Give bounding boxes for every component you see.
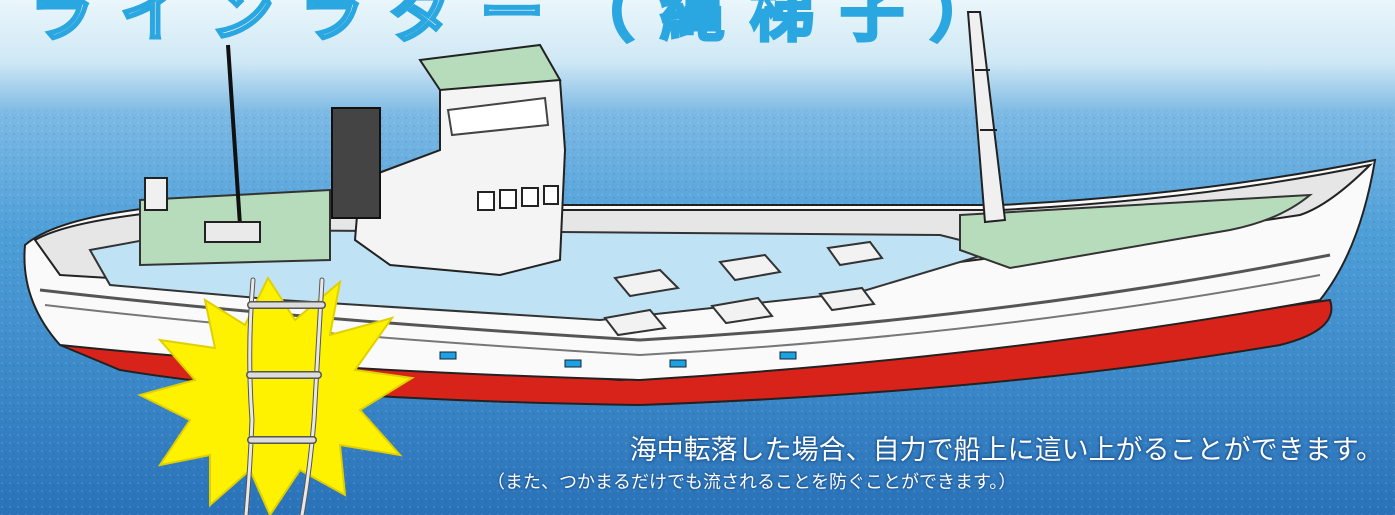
page-title: ラインラダー（縄梯子） xyxy=(29,0,1020,53)
cabin-windows xyxy=(477,185,559,211)
stern-mast xyxy=(226,44,242,226)
hull-stripe xyxy=(39,253,1331,342)
deck-green-bow xyxy=(959,193,1313,270)
bridge-window xyxy=(446,96,550,137)
deck-hatches xyxy=(603,240,884,337)
starburst-icon xyxy=(137,275,415,515)
stern-vent xyxy=(144,177,168,211)
fore-mast xyxy=(966,11,1007,224)
hull-portholes xyxy=(439,351,797,368)
winch xyxy=(204,221,261,243)
caption-sub: （また、つかまるだけでも流されることを防ぐことができます。） xyxy=(487,472,1017,493)
caption-main: 海中転落した場合、自力で船上に這い上がることができます。 xyxy=(629,435,1383,466)
dark-panel xyxy=(331,107,381,219)
wheelhouse-roof xyxy=(418,43,562,92)
rope-ladder-icon xyxy=(243,277,326,515)
